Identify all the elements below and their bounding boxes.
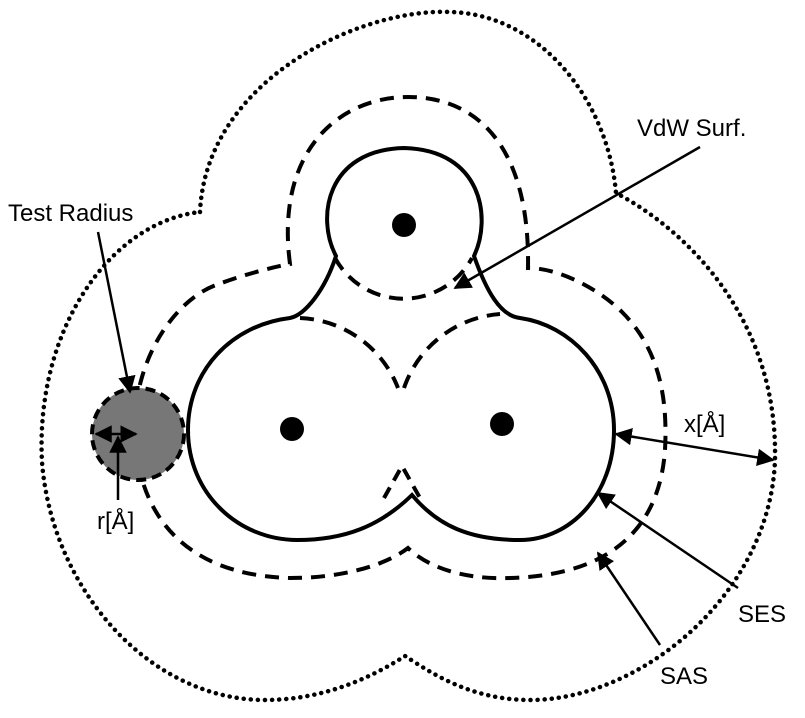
atom-center-left	[280, 417, 304, 441]
vdw-top-hidden-arc	[333, 257, 474, 301]
vdw-left-hidden-arc	[299, 316, 400, 389]
vdw-right-hidden-arc	[402, 312, 501, 389]
vdw-bottom-cusp-dash	[382, 461, 422, 499]
sas-outline	[39, 9, 778, 703]
vdw-surface-outline	[185, 145, 617, 543]
x-label: x[Å]	[684, 410, 725, 438]
vdw-surface-label: VdW Surf.	[637, 115, 746, 142]
sas-arrow	[596, 551, 662, 646]
ses-label: SES	[738, 601, 786, 628]
atom-center-top	[392, 213, 416, 237]
vdw-surface-arrow	[453, 145, 701, 290]
ses-arrow	[596, 491, 739, 590]
test-radius-label: Test Radius	[8, 200, 133, 227]
test-radius-arrow	[96, 231, 136, 394]
r-label: r[Å]	[97, 507, 134, 535]
x-distance-arrow	[614, 427, 775, 467]
probe-sphere	[90, 386, 186, 482]
ses-outline	[132, 94, 668, 581]
sas-label: SAS	[660, 663, 708, 690]
atom-center-right	[490, 412, 514, 436]
